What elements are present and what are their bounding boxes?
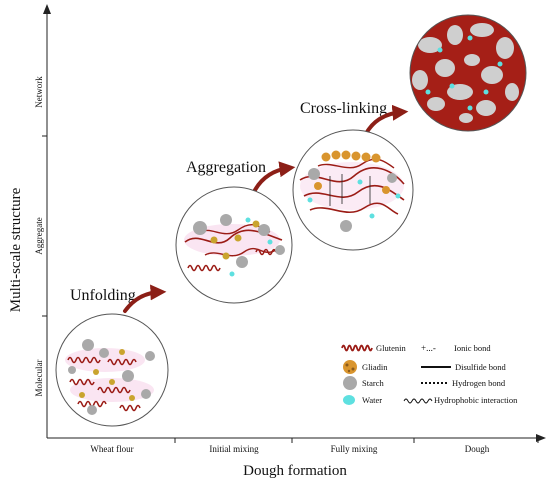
legend-starch-swatch — [343, 376, 357, 390]
stage-initial-mixing-circle — [175, 186, 293, 304]
legend-hydrogen-label: Hydrogen bond — [452, 378, 506, 388]
x-stage-wheat-flour: Wheat flour — [90, 444, 133, 454]
legend-water-label: Water — [362, 395, 382, 405]
stage-dough-circle — [409, 14, 527, 132]
y-axis-label: Multi-scale structure — [8, 187, 24, 312]
stage-wheat-flour-circle — [55, 313, 169, 427]
legend-ionic-symbol: +...- — [421, 343, 436, 353]
legend-disulfide-label: Disulfide bond — [455, 362, 507, 372]
step-aggregation: Aggregation — [186, 159, 266, 176]
legend-ionic-label: Ionic bond — [454, 343, 491, 353]
stage-fully-mixing-circle — [292, 129, 414, 251]
y-axis-arrowhead — [43, 4, 51, 14]
legend-gliadin-label: Gliadin — [362, 362, 388, 372]
x-stage-dough: Dough — [465, 444, 490, 454]
y-level-molecular: Molecular — [34, 360, 44, 397]
legend-hydrophobic-swatch — [403, 398, 433, 404]
x-stage-initial-mixing: Initial mixing — [209, 444, 259, 454]
x-axis-label: Dough formation — [243, 463, 347, 479]
x-stage-fully-mixing: Fully mixing — [331, 444, 378, 454]
axes: Multi-scale structure Molecular Aggregat… — [8, 4, 546, 479]
y-level-aggregate: Aggregate — [34, 217, 44, 254]
arrow-aggregation — [253, 161, 296, 192]
legend-water-swatch — [343, 395, 355, 405]
y-level-network: Network — [34, 76, 44, 108]
arrow-cross-linking — [365, 104, 409, 134]
legend-glutenin-label: Glutenin — [376, 343, 406, 353]
legend-glutenin-swatch — [341, 344, 373, 352]
legend-hydrophobic-label: Hydrophobic interaction — [434, 395, 518, 405]
legend-starch-label: Starch — [362, 378, 384, 388]
step-unfolding: Unfolding — [70, 287, 136, 304]
step-cross-linking: Cross-linking — [300, 100, 387, 117]
legend: Glutenin Gliadin Starch Water +...- Ioni… — [341, 343, 518, 405]
arrow-unfolding — [123, 284, 167, 313]
legend-gliadin-swatch — [343, 360, 357, 374]
